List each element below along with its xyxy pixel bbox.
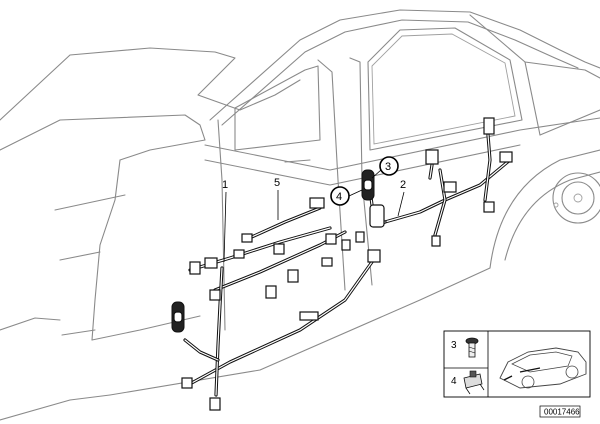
connector <box>443 181 457 193</box>
callout-3-circle <box>379 156 399 176</box>
connector <box>341 239 351 251</box>
connector <box>233 249 245 259</box>
connector <box>499 151 513 163</box>
connector <box>241 233 253 243</box>
connector <box>367 249 381 263</box>
door-contact-switch <box>173 311 183 323</box>
reference-code: 00017466 <box>544 408 580 417</box>
connector <box>309 197 325 209</box>
car-thumbnail-icon <box>499 347 587 389</box>
callouts: 1 5 4 3 2 <box>222 156 406 263</box>
door-contact-switch <box>363 179 373 191</box>
connector <box>189 261 201 275</box>
legend-inset: 3 4 00017466 <box>443 330 591 418</box>
connector <box>273 243 285 255</box>
grommet <box>369 204 385 228</box>
wiring-harness <box>183 133 512 397</box>
connector <box>265 285 277 299</box>
connector <box>425 149 439 165</box>
connector <box>325 233 337 245</box>
connector <box>181 377 193 389</box>
connector <box>204 257 218 269</box>
legend-number-4: 4 <box>451 376 457 387</box>
connector <box>299 311 319 321</box>
callout-2: 2 <box>400 179 406 191</box>
cable-holder-icon <box>463 370 485 395</box>
screw-clip-icon <box>465 337 479 358</box>
connector <box>321 257 333 267</box>
connector <box>431 235 441 247</box>
connectors <box>171 117 513 411</box>
connector <box>355 231 365 243</box>
legend-number-3: 3 <box>451 340 457 351</box>
callout-5: 5 <box>274 177 280 189</box>
callout-4: 4 <box>336 191 342 203</box>
connector <box>209 397 221 411</box>
connector <box>287 269 299 283</box>
reference-code-box <box>539 405 581 418</box>
connector <box>483 117 495 135</box>
connector <box>209 289 221 301</box>
callout-1: 1 <box>222 179 228 191</box>
connector <box>483 201 495 213</box>
callout-3: 3 <box>385 161 391 173</box>
